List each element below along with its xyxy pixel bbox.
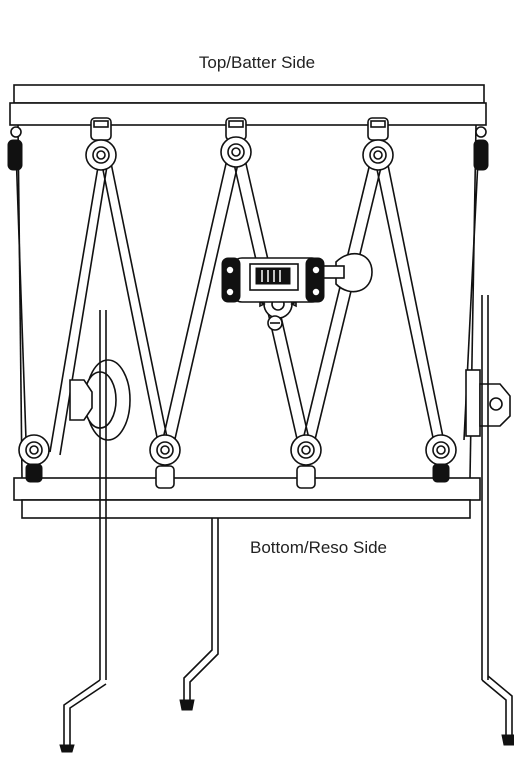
tension-lug-icon: [220, 117, 252, 168]
floor-leg-icon: [59, 679, 107, 753]
tension-lug-icon: [425, 434, 457, 483]
tension-lug-icon: [290, 434, 322, 489]
bottom-side-label: Bottom/Reso Side: [250, 538, 388, 557]
top-side-label: Top/Batter Side: [198, 53, 316, 72]
tension-lug-icon: [18, 434, 50, 483]
tension-lug-icon: [473, 126, 489, 171]
tom-mount-icon: [465, 295, 511, 680]
bottom-hoop: [13, 477, 481, 519]
top-hoop: [9, 84, 487, 126]
tension-lug-icon: [362, 117, 394, 171]
tension-lug-icon: [85, 117, 117, 171]
tension-lug-icon: [149, 434, 181, 489]
tom-mount-icon: [69, 310, 131, 680]
snare-strainer-icon: [221, 252, 373, 331]
tension-lug-icon: [7, 126, 23, 171]
floor-leg-icon: [481, 675, 514, 746]
floor-leg-icon: [179, 518, 219, 711]
